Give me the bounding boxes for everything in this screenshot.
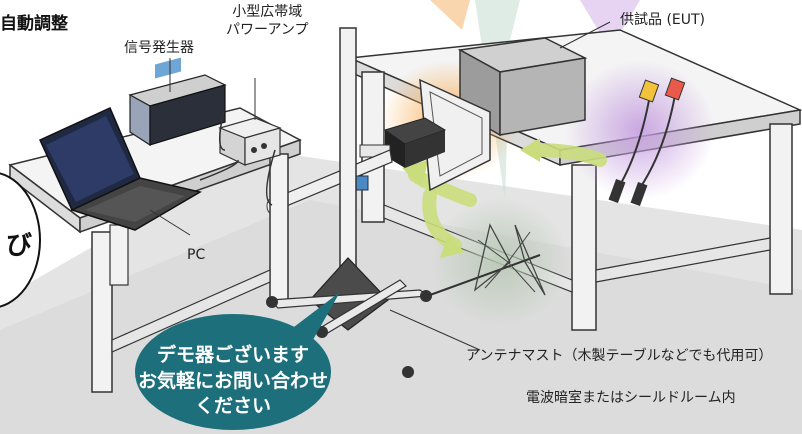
eut-label: 供試品 (EUT) [620,12,706,28]
laptop [39,106,203,231]
purple-glow [565,60,715,200]
leader-eut [559,21,611,49]
auto-adjust-label: 自動調整 [0,14,68,34]
field-probes [608,77,686,207]
purple-beam [580,0,640,50]
cable-gen-amp [219,109,226,151]
antenna-mast [266,27,432,378]
amp-label: 小型広帯域 パワーアンプ [226,4,308,39]
signal-generator [128,57,227,147]
amp-label-line2: パワーアンプ [226,21,309,38]
callout-line2: お気軽にお問い合わせ [137,369,328,392]
green-glow [430,197,570,327]
speech-bubble-left [0,172,41,308]
rotation-arrow-bottom-head [440,236,465,258]
horn-antenna [359,78,491,192]
leader-pc [149,209,191,236]
rotation-arrow-right-head [520,138,540,162]
cable-laptop-gen [199,159,239,181]
mast-label: アンテナマスト（木製テーブルなどでも代用可） [466,348,773,364]
amp-label-line1: 小型広帯域 [232,4,303,20]
contact-callout: デモ器ございます お気軽にお問い合わせ ください [135,343,331,420]
leader-mast [389,309,481,351]
room-label: 電波暗室またはシールドルーム内 [526,390,736,406]
rotation-arrow-right [528,143,607,167]
cable-amp-antenna [266,149,276,206]
signal-generator-label: 信号発生器 [124,40,194,56]
bubble-char: び [6,231,33,261]
orange-beam [430,0,470,30]
biconical-antenna [429,223,546,296]
eut-box [457,37,588,137]
power-amplifier [218,117,282,166]
callout-line3: ください [194,395,271,418]
rotation-arrow-top-head [402,160,428,188]
pc-label: PC [187,247,206,263]
contact-callout-bg [135,314,331,430]
contact-callout-tail [290,292,340,345]
callout-line1: デモ器ございます [156,344,309,366]
